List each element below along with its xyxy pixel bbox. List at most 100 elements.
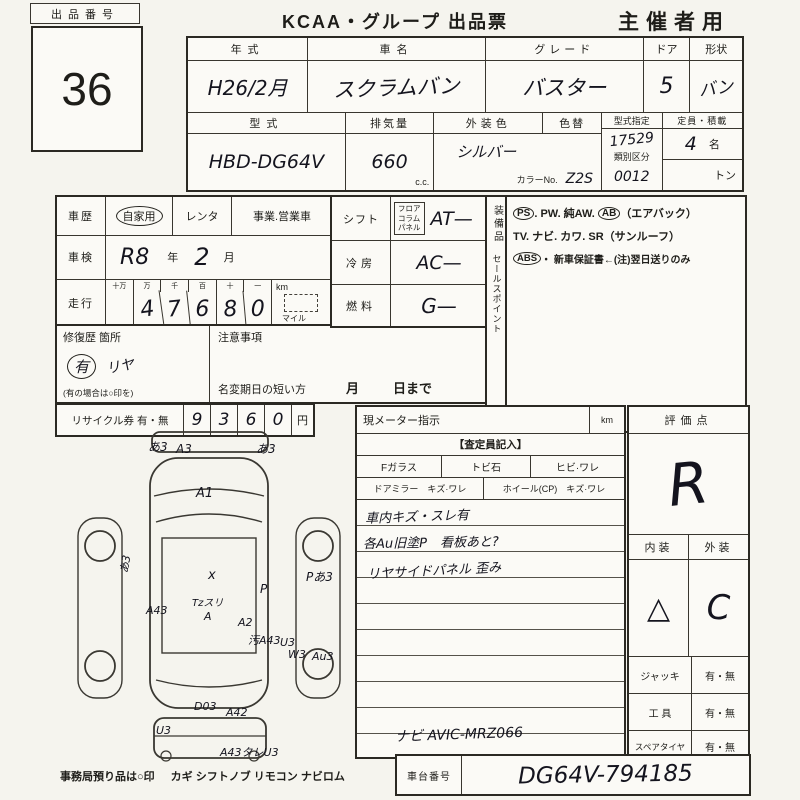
shape-label: 形状 xyxy=(690,38,743,61)
color-value: シルバー xyxy=(456,142,517,161)
inspection-month-unit: 月 xyxy=(223,252,235,265)
meter-unit: km xyxy=(589,407,624,433)
jack-label: ジャッキ xyxy=(629,657,692,693)
audience-label: 主催者用 xyxy=(618,11,730,34)
shift-ac-fuel-block: シフト フロア コラム パネル AT— 冷房 AC— 燃料 G— xyxy=(330,195,489,328)
mileage-digit-3: 6 xyxy=(189,292,217,326)
diagram-annotation: A xyxy=(204,610,212,623)
diagram-annotation: U3 xyxy=(280,636,296,649)
meter-label: 現メーター指示 xyxy=(363,415,440,427)
color-change-label: 色替 xyxy=(559,118,586,130)
form-title: KCAA・グループ 出品票 xyxy=(282,12,508,32)
interior-value: △ xyxy=(629,560,689,656)
crack-label: ヒビ·ワレ xyxy=(555,463,600,474)
rename-label: 名変期日の短い方 xyxy=(218,384,306,396)
color-no-label: カラーNo. xyxy=(516,174,558,185)
tool-value: 有・無 xyxy=(705,708,735,720)
door-label: ドア xyxy=(643,38,690,61)
recycle-digit-0: 9 xyxy=(184,405,211,435)
recycle-unit: 円 xyxy=(297,415,308,427)
airbag-equip: AB xyxy=(597,206,621,220)
displacement-unit: c.c. xyxy=(415,177,430,187)
diagram-annotation: A2 xyxy=(238,616,253,629)
diagram-annotation: W3 xyxy=(288,648,306,661)
repair-note: (有の場合は○印を) xyxy=(63,388,134,398)
diagram-annotation: x xyxy=(208,568,216,583)
year-value: H26/2月 xyxy=(207,76,288,100)
mileage-place-1: 一 xyxy=(254,283,262,290)
abs-equip: ABS xyxy=(513,252,542,265)
displacement-value: 660 xyxy=(371,151,408,173)
caution-label: 注意事項 xyxy=(218,332,262,344)
shift-option-floor: フロア xyxy=(398,204,421,214)
evaluation-box: 評価点 R 内装 外装 △ C ジャッキ 有・無 工 具 有・無 スペアタイヤ … xyxy=(627,405,750,764)
wheel-cp-label: ホイール(CP) キズ·ワレ xyxy=(502,484,606,494)
displacement-label: 排気量 xyxy=(345,113,434,134)
diagram-annotation: A42 xyxy=(226,706,248,719)
year-label: 年式 xyxy=(188,38,308,61)
grade-value: バスター xyxy=(522,75,607,100)
mileage-unit: km xyxy=(276,282,288,292)
type-designation-value: 17529 xyxy=(608,129,655,150)
capacity-value: 4 xyxy=(684,133,697,155)
car-name-value: スクラムバン xyxy=(332,73,461,102)
inspector-note-2: 各Au旧塗P 看板あと? xyxy=(362,534,500,553)
diagram-annotation: Pあ3 xyxy=(306,570,333,584)
chassis-number-value: DG64V-794185 xyxy=(517,760,694,790)
door-value: 5 xyxy=(659,74,674,99)
chassis-box: 車台番号 DG64V-794185 xyxy=(395,754,751,796)
tool-label: 工 具 xyxy=(629,694,692,730)
exterior-value: C xyxy=(706,588,731,628)
ac-label: 冷房 xyxy=(332,241,391,284)
diagram-annotation: A1 xyxy=(196,486,214,501)
type-designation-label: 型式指定 xyxy=(602,113,662,129)
stone-chip-label: トビ石 xyxy=(442,456,531,477)
navi-note: ナビ AVIC-MRZ066 xyxy=(394,724,524,746)
chassis-number-label: 車台番号 xyxy=(397,756,462,794)
car-diagram xyxy=(62,418,362,763)
diagram-annotation: Au3 xyxy=(312,650,334,663)
mileage-digit-0 xyxy=(106,292,134,326)
mile-label: マイル xyxy=(282,314,306,323)
inspection-label: 車検 xyxy=(57,235,106,279)
history-rental: レンタ xyxy=(173,197,232,235)
shape-value: バン xyxy=(697,76,736,102)
mileage-place-100: 百 xyxy=(189,280,217,292)
diagram-annotation: あ3 xyxy=(148,440,168,454)
diagram-annotation: U3 xyxy=(156,724,172,737)
door-mirror-label: ドアミラー キズ·ワレ xyxy=(357,478,484,499)
lot-number: 36 xyxy=(61,63,113,115)
history-block: 車歴 自家用 レンタ 事業.営業車 車検 R8 年 2 月 走行 十万 万 千 … xyxy=(55,195,334,328)
front-glass-label: Fガラス xyxy=(357,456,442,477)
inspector-note-1: 車内キズ・スレ有 xyxy=(364,508,470,527)
spare-tire-value: 有・無 xyxy=(705,743,735,754)
capacity-label: 定員・積載 xyxy=(662,113,742,129)
lot-label-box: 出品番号 xyxy=(30,3,140,24)
office-items-list: カギ シフトノブ リモコン ナビロム xyxy=(170,771,345,783)
evaluation-label: 評価点 xyxy=(629,407,748,434)
grade-label: グレード xyxy=(485,38,643,61)
recycle-digit-2: 6 xyxy=(238,405,265,435)
evaluation-score: R xyxy=(664,448,713,520)
equip-line2: TV. ナビ. カワ. SR（サンルーフ） xyxy=(513,231,681,243)
mileage-digit-5: 0 xyxy=(250,296,265,322)
mileage-place-10: 十 xyxy=(217,280,245,292)
mileage-label: 走行 xyxy=(57,280,106,326)
diagram-annotation: Tzスリ xyxy=(192,598,224,609)
interior-label: 内装 xyxy=(629,535,689,559)
repair-yes-mark: 有 xyxy=(67,353,97,379)
diagram-annotation: A43 xyxy=(146,604,168,617)
equip-line1-rest: . PW. 純AW. xyxy=(534,208,595,220)
shift-option-column: コラム xyxy=(398,213,421,223)
diagram-annotation: あ3 xyxy=(256,442,276,456)
shift-option-panel: パネル xyxy=(398,223,421,233)
history-label: 車歴 xyxy=(57,197,106,235)
car-outline-drawing xyxy=(77,431,341,762)
history-private: 自家用 xyxy=(115,205,163,226)
inspection-month-value: 2 xyxy=(194,243,210,272)
salespoint-vertical-label: セールスポイント xyxy=(491,254,502,334)
spare-tire-label: スペアタイヤ xyxy=(629,731,692,762)
inspection-era-value: R8 xyxy=(120,244,150,270)
mileage-place-10k: 万 xyxy=(134,280,162,292)
inspector-note: 【査定員記入】 xyxy=(357,434,624,456)
